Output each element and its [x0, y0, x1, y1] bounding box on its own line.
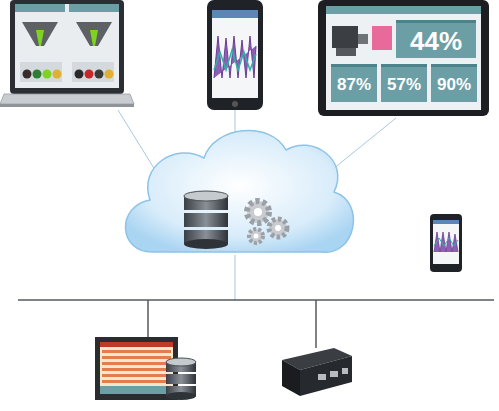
screen-header [433, 220, 459, 224]
phone-body [430, 214, 462, 272]
db-layer [184, 213, 228, 227]
smartphone [207, 0, 263, 110]
cloud [125, 130, 353, 252]
indicator-lamp [43, 70, 52, 79]
kpi-tile: 57% [381, 64, 427, 102]
laptop-bezel [10, 0, 124, 94]
panel-screen [100, 342, 173, 394]
wire [235, 255, 236, 300]
usb-port [342, 368, 348, 374]
phone-body [207, 0, 263, 110]
wave-chart [434, 238, 458, 246]
phone-screen [212, 10, 258, 98]
db-top [166, 358, 196, 366]
bus-line [18, 299, 494, 301]
indicator-panel [72, 62, 114, 82]
table-header [100, 342, 173, 347]
kpi-value: 44% [410, 28, 462, 54]
database-icon [166, 358, 196, 400]
bus-drop [315, 300, 317, 348]
table-row [102, 368, 171, 371]
machine-icon [336, 48, 356, 56]
db-bottom [166, 392, 196, 400]
tablet [318, 0, 489, 116]
db-top [184, 191, 228, 201]
indicator-lamp [53, 70, 62, 79]
smartphone-small [430, 214, 462, 272]
table-row [102, 356, 171, 359]
kpi-value: 90% [437, 76, 471, 93]
gear [247, 201, 269, 223]
embedded-box [282, 348, 352, 396]
kpi-value: 57% [387, 76, 421, 93]
screen-header [15, 4, 65, 12]
database-icon [184, 191, 228, 249]
kpi-tile: 90% [431, 64, 477, 102]
cloud-shape [125, 130, 353, 252]
kpi-tile: 87% [331, 64, 377, 102]
hopper-level [36, 30, 44, 46]
wave-chart [214, 36, 256, 78]
wave-chart [434, 232, 458, 252]
table-row [102, 350, 171, 353]
panel-pc [95, 337, 196, 400]
kpi-tile: 44% [396, 20, 476, 58]
home-button [232, 101, 238, 107]
usb-port [318, 374, 326, 380]
wave-chart [214, 50, 256, 70]
table-row [102, 362, 171, 365]
machine-icon [332, 26, 358, 48]
machine-icon [358, 34, 368, 44]
table-rows [102, 350, 171, 383]
table-row [102, 374, 171, 377]
indicator-lamp [105, 70, 114, 79]
gears-icon [247, 201, 287, 243]
wire [118, 110, 396, 300]
indicator-lamp [75, 70, 84, 79]
gear [249, 229, 263, 243]
gear [269, 219, 287, 237]
laptop-base [0, 94, 134, 104]
panel-footer [100, 386, 173, 394]
indicator-lamp [85, 70, 94, 79]
screen-header [212, 10, 258, 18]
box-front [300, 356, 352, 396]
screen-header [69, 4, 119, 12]
status-square [372, 26, 392, 50]
gear-hub [275, 225, 281, 231]
phone-screen [433, 220, 459, 264]
bus-drop [147, 300, 149, 337]
tablet-body [318, 0, 489, 116]
gear-hub [254, 208, 262, 216]
indicator-lamp [33, 70, 42, 79]
laptop [0, 0, 134, 107]
db-bottom [184, 239, 228, 249]
indicator-lamp [95, 70, 104, 79]
indicator-lamp [23, 70, 32, 79]
db-layer [166, 374, 196, 384]
usb-port [330, 371, 338, 377]
hopper-icon [76, 22, 112, 46]
box-side [282, 360, 300, 396]
panel-bezel [95, 337, 178, 400]
indicator-panel [20, 62, 62, 82]
gear-hub [254, 234, 259, 239]
screen-header [326, 6, 481, 14]
table-row [102, 380, 171, 383]
laptop-edge [0, 104, 134, 107]
laptop-screen [15, 4, 119, 88]
bus-line [18, 300, 494, 348]
hopper-icon [22, 22, 58, 46]
tablet-screen [326, 6, 481, 110]
kpi-value: 87% [337, 76, 371, 93]
hopper-level [90, 30, 98, 46]
